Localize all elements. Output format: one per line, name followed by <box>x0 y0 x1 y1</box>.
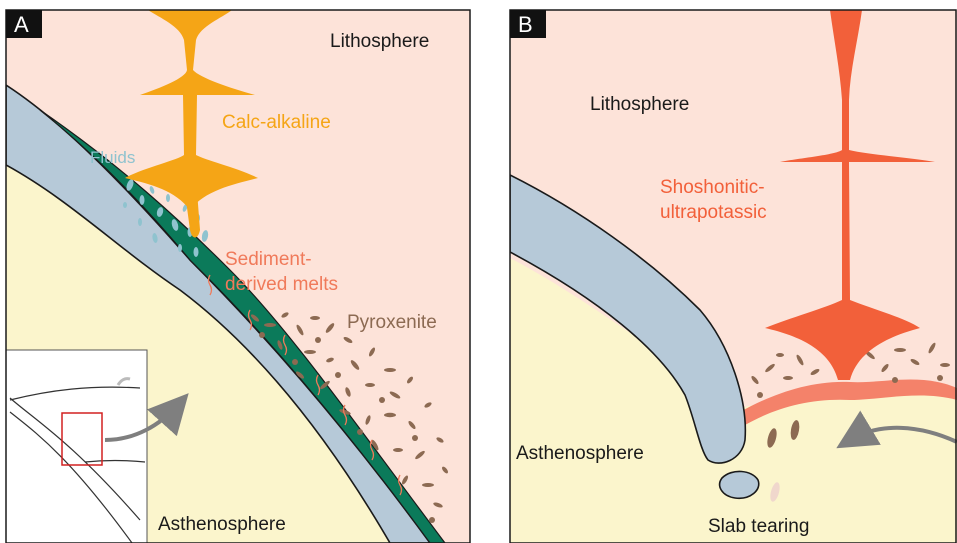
panel-a-badge: A <box>14 12 29 37</box>
panel-b-asthenosphere-label: Asthenosphere <box>516 443 644 464</box>
panel-b-shoshonitic-label-1: Shoshonitic- <box>660 177 765 198</box>
panel-a-lithosphere-label: Lithosphere <box>330 31 429 52</box>
panel-a-sediment-label-1: Sediment- <box>225 249 312 270</box>
panel-b-slab-fragment <box>720 471 759 498</box>
panel-a-pyroxenite-label: Pyroxenite <box>347 312 437 333</box>
panel-b: Lithosphere Shoshonitic- ultrapotassic A… <box>510 10 957 543</box>
panel-a-asthenosphere-label: Asthenosphere <box>158 514 286 535</box>
panel-a-calc-alkaline-label: Calc-alkaline <box>222 112 331 133</box>
panel-b-badge: B <box>518 12 533 37</box>
panel-a: Lithosphere Calc-alkaline Fluids Sedimen… <box>6 10 470 543</box>
panel-b-slab-tearing-label: Slab tearing <box>708 516 809 537</box>
panel-b-lithosphere-label: Lithosphere <box>590 94 689 115</box>
panel-a-fluids-label: Fluids <box>90 148 135 167</box>
panel-a-sediment-label-2: derived melts <box>225 274 338 295</box>
panel-a-inset <box>6 350 147 543</box>
panel-b-shoshonitic-label-2: ultrapotassic <box>660 202 767 223</box>
